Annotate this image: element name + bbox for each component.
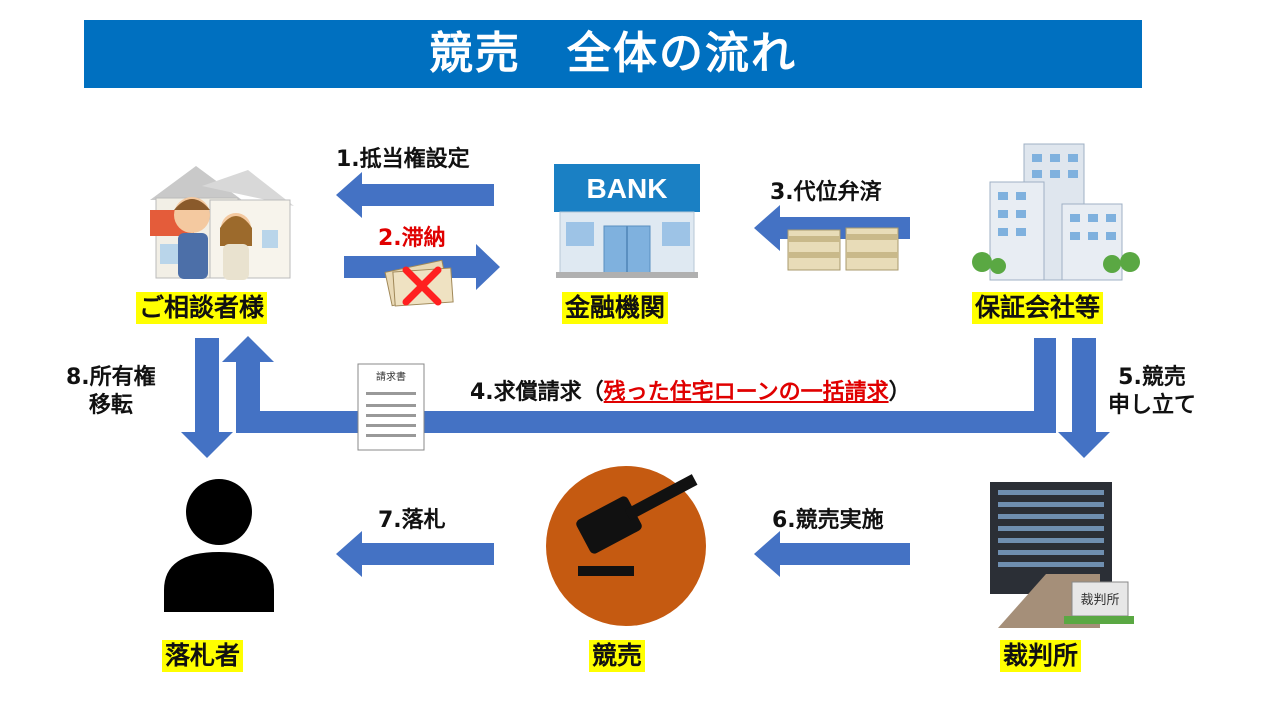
- node-bidder: 落札者: [162, 640, 244, 672]
- step-5-line2: 申し立て: [1108, 393, 1197, 418]
- node-auction: 競売: [589, 640, 646, 672]
- step-8-line2: 移転: [88, 393, 133, 418]
- node-consultant: ご相談者様: [136, 292, 268, 324]
- gavel-icon: [546, 466, 706, 626]
- node-bank: 金融機関: [562, 292, 669, 324]
- arrow-8: [181, 338, 233, 458]
- step-2-label: 2.滞納: [378, 226, 446, 251]
- arrow-5: [1058, 338, 1110, 458]
- bank-sign: BANK: [587, 173, 668, 204]
- page-title: 競売 全体の流れ: [84, 20, 1142, 88]
- step-5-line1: 5.競売: [1118, 365, 1186, 390]
- invoice-title: 請求書: [376, 370, 406, 383]
- arrow-7: [336, 531, 494, 577]
- step-8-line1: 8.所有権: [66, 365, 156, 390]
- person-silhouette-icon: [164, 479, 274, 612]
- money-stacks-illustration: [787, 227, 899, 271]
- step-6-label: 6.競売実施: [772, 508, 884, 533]
- step-4-label: 4.求償請求（残った住宅ローンの一括請求）: [470, 374, 911, 406]
- arrow-6: [754, 531, 910, 577]
- house-couple-illustration: [150, 166, 294, 280]
- office-buildings-illustration: [972, 143, 1140, 281]
- node-guarantor: 保証会社等: [972, 292, 1104, 324]
- node-court: 裁判所: [1000, 640, 1082, 672]
- step-7-label: 7.落札: [378, 508, 446, 533]
- arrow-1: [336, 172, 494, 218]
- arrow-3: [754, 205, 910, 251]
- step-8-label: 8.所有権 移転: [66, 364, 156, 420]
- step-1-label: 1.抵当権設定: [336, 147, 470, 172]
- step-4-prefix: 4.求償請求（: [470, 380, 604, 405]
- unpaid-money-illustration: [384, 259, 454, 307]
- bank-illustration: BANK: [554, 164, 700, 278]
- step-4-suffix: ）: [888, 380, 911, 405]
- arrow-4: [222, 336, 1056, 433]
- step-5-label: 5.競売 申し立て: [1108, 364, 1196, 420]
- step-4-emphasis: 残った住宅ローンの一括請求: [603, 380, 889, 405]
- step-3-label: 3.代位弁済: [770, 180, 882, 205]
- cross-icon: [402, 266, 442, 306]
- invoice-illustration: 請求書: [357, 363, 425, 451]
- court-sign: 裁判所: [1080, 592, 1119, 608]
- court-building-illustration: 裁判所: [990, 482, 1134, 628]
